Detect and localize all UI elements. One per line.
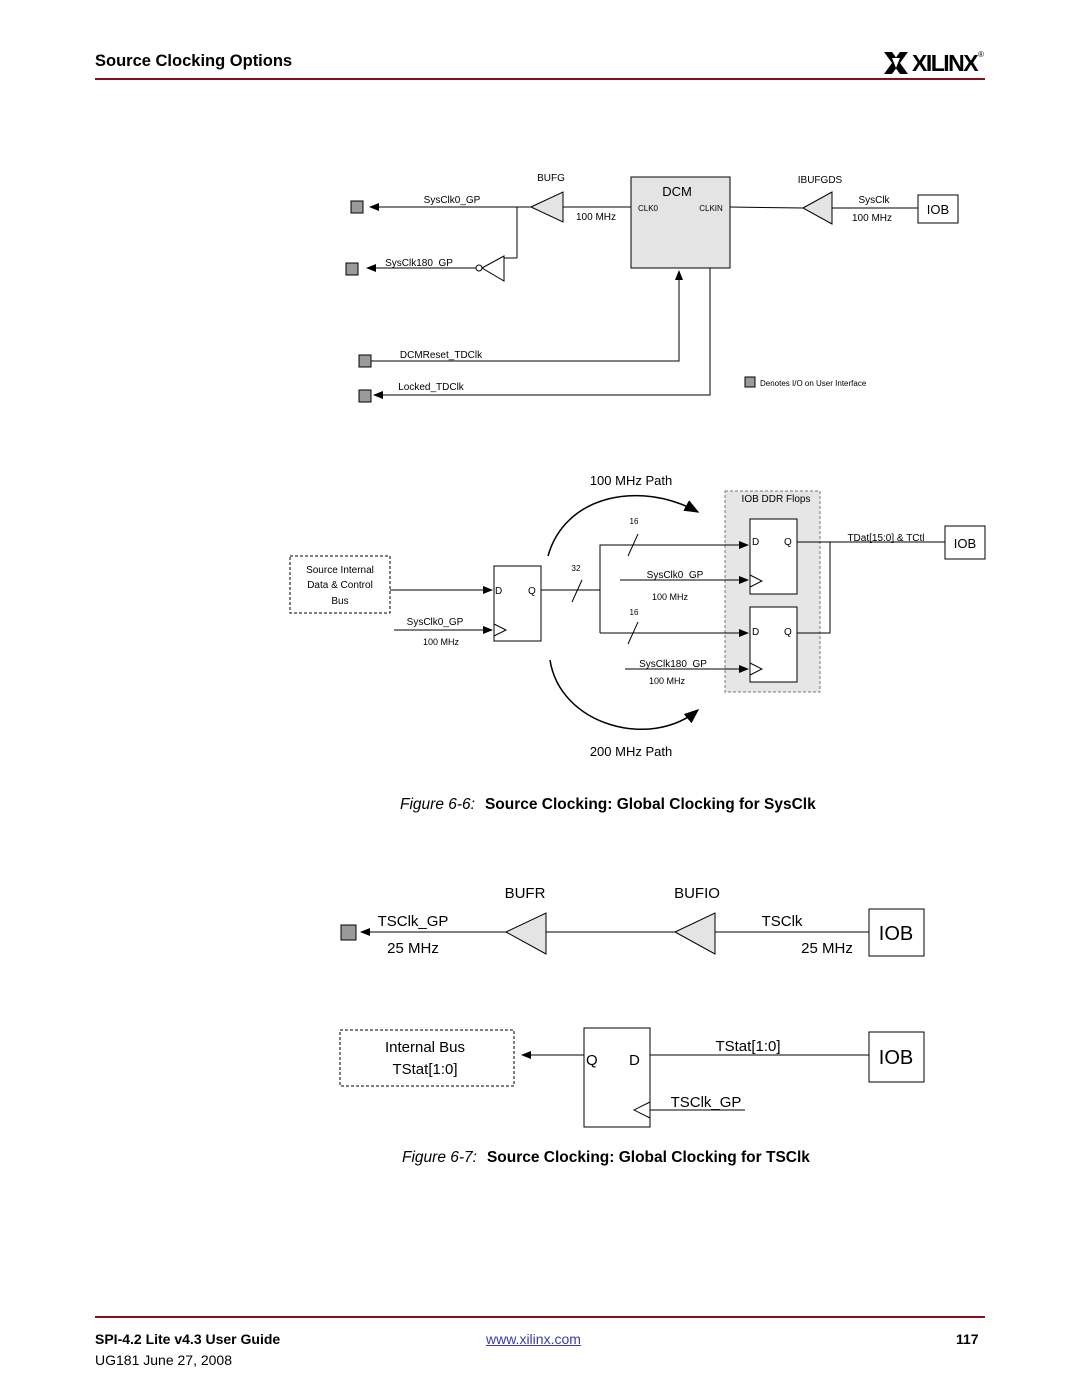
iob-ddr-label: IOB DDR Flops (742, 494, 811, 505)
bufio-buffer (673, 912, 716, 955)
sysclk0-mid: SysClk0_GP (647, 570, 704, 581)
tstat-flop (583, 1027, 651, 1128)
mhz-25-left: 25 MHz (387, 940, 439, 957)
ibufgds-label: IBUFGDS (798, 175, 843, 186)
dcm-block (630, 176, 731, 269)
footer-doc-id: UG181 June 27, 2008 (95, 1352, 232, 1368)
footer-guide-title: SPI-4.2 Lite v4.3 User Guide (95, 1331, 281, 1347)
bus32-label: 32 (572, 564, 581, 573)
src-line1: Source Internal (306, 565, 374, 576)
iob-bottom-label: IOB (954, 536, 976, 551)
iob-7a-label: IOB (879, 923, 913, 945)
src-flop-d: D (495, 586, 502, 597)
port-tsclk-gp (340, 924, 357, 941)
bufio-label: BUFIO (674, 885, 720, 902)
ddr-flop-bottom (749, 606, 798, 683)
mhz-mid: 100 MHz (652, 592, 689, 602)
bufr-label: BUFR (505, 885, 546, 902)
sysclk180-mid: SysClk180_GP (639, 659, 707, 670)
port-sysclk0 (350, 200, 364, 214)
port-dcmreset (358, 354, 372, 368)
figure-6-7-label: Figure 6-7: (402, 1149, 477, 1166)
source-bus-box (289, 555, 391, 614)
mhz-25-right: 25 MHz (801, 940, 853, 957)
bufg-buffer (529, 191, 564, 223)
figure-6-6-title: Source Clocking: Global Clocking for Sys… (484, 796, 816, 813)
tstat-right-label: TStat[1:0] (715, 1038, 780, 1055)
header-rule (95, 78, 985, 80)
mhz-mid2: 100 MHz (649, 676, 686, 686)
port-sysclk180 (345, 262, 359, 276)
iob-top-label: IOB (927, 202, 949, 217)
path200-label: 200 MHz Path (590, 744, 672, 759)
internal-bus-label: Internal Bus (385, 1039, 465, 1056)
flop2-d: D (752, 627, 759, 638)
bufr-buffer (504, 912, 547, 955)
legend-swatch (744, 376, 756, 388)
bufg-label: BUFG (537, 173, 565, 184)
iob-7b-label: IOB (879, 1047, 913, 1069)
clkin-label: CLKIN (699, 204, 723, 213)
figure-6-6-label: Figure 6-6: (400, 796, 475, 813)
tsclk-label: TSClk (762, 913, 803, 930)
section-title: Source Clocking Options (95, 52, 293, 70)
dcmreset-label: DCMReset_TDClk (400, 350, 483, 361)
logo-registered-mark: ® (978, 50, 984, 59)
tstat-flop-q: Q (586, 1052, 598, 1069)
locked-label: Locked_TDClk (398, 382, 465, 393)
legend-label: Denotes I/O on User Interface (760, 379, 867, 388)
figure-6-7-title: Source Clocking: Global Clocking for TSC… (486, 1149, 810, 1166)
sysclk-label: SysClk (858, 195, 890, 206)
path100-label: 100 MHz Path (590, 473, 672, 488)
iob-box-7a (868, 908, 925, 957)
src-flop-q: Q (528, 586, 536, 597)
bus16b-label: 16 (630, 608, 639, 617)
mhz-left: 100 MHz (423, 637, 460, 647)
sysclk180-gp-label: SysClk180_GP (385, 258, 453, 269)
sysclk0-gp-label: SysClk0_GP (424, 195, 481, 206)
source-flop (493, 565, 542, 642)
tsclk-gp2-label: TSClk_GP (671, 1094, 742, 1111)
footer-website-link[interactable]: www.xilinx.com (486, 1331, 581, 1347)
ibufgds-freq: 100 MHz (852, 213, 892, 224)
tdat-label: TDat[15:0] & TCtl (847, 533, 924, 544)
flop2-q: Q (784, 627, 792, 638)
ddr-flop-top (749, 518, 798, 595)
path200-arc (549, 659, 700, 731)
port-locked (358, 389, 372, 403)
tstat-flop-d: D (629, 1052, 640, 1069)
figure-6-6-caption: Figure 6-6: Source Clocking: Global Clock… (400, 796, 816, 814)
logo-text: XILINX (912, 50, 979, 76)
tsclk-gp-label: TSClk_GP (378, 913, 449, 930)
internal-bus-box (339, 1029, 515, 1087)
flop1-d: D (752, 537, 759, 548)
src-line3: Bus (331, 596, 348, 607)
page-number: 117 (956, 1331, 979, 1347)
path100-arc (547, 494, 700, 557)
bufg-freq: 100 MHz (576, 212, 616, 223)
bus16a-label: 16 (630, 517, 639, 526)
flop1-q: Q (784, 537, 792, 548)
iob-box-top (917, 194, 959, 224)
xilinx-logo-icon (884, 52, 908, 74)
inverter-buffer (480, 255, 505, 282)
src-line2: Data & Control (307, 580, 373, 591)
figure-6-7-caption: Figure 6-7: Source Clocking: Global Clock… (402, 1149, 810, 1167)
iob-box-7b (868, 1031, 925, 1083)
clk0-label: CLK0 (638, 204, 659, 213)
sysclk0-left: SysClk0_GP (407, 617, 464, 628)
ibufgds-buffer (801, 191, 833, 225)
dcm-label: DCM (662, 184, 692, 199)
footer-rule (95, 1316, 985, 1318)
tstat-box-label: TStat[1:0] (392, 1061, 457, 1078)
